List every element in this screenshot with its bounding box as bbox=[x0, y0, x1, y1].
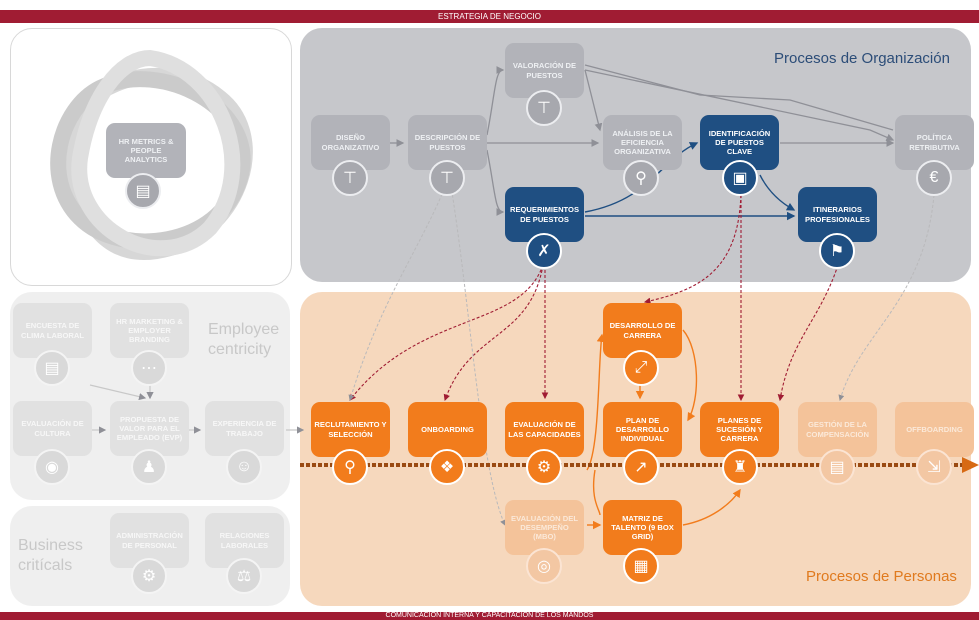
node-evaluacion-cultura[interactable]: EVALUACIÓN DE CULTURA bbox=[13, 401, 92, 456]
expand-person-icon: ⤢ bbox=[623, 350, 659, 386]
node-hr-metrics[interactable]: HR METRICS & PEOPLE ANALYTICS bbox=[106, 123, 186, 178]
bar-chart-icon: ▤ bbox=[125, 173, 161, 209]
node-itinerarios-profesionales[interactable]: ITINERARIOS PROFESIONALES bbox=[798, 187, 877, 242]
org-chart-icon: ⊤ bbox=[332, 160, 368, 196]
node-desarrollo-carrera[interactable]: DESARROLLO DE CARRERA bbox=[603, 303, 682, 358]
clipboard-icon: ▤ bbox=[34, 350, 70, 386]
node-plan-desarrollo-individual[interactable]: PLAN DE DESARROLLO INDIVIDUAL bbox=[603, 402, 682, 457]
chess-icon: ♜ bbox=[722, 449, 758, 485]
people-gear-icon: ⚙ bbox=[131, 558, 167, 594]
chat-bubble-icon: ⋯ bbox=[131, 350, 167, 386]
node-reclutamiento-seleccion[interactable]: RECLUTAMIENTO Y SELECCIÓN bbox=[311, 402, 390, 457]
org-document-icon: ⊤ bbox=[429, 160, 465, 196]
fingerprint-icon: ◉ bbox=[34, 449, 70, 485]
lock-icon: ▣ bbox=[722, 160, 758, 196]
node-evaluacion-desempeno[interactable]: EVALUACIÓN DEL DESEMPEÑO (MBO) bbox=[505, 500, 584, 555]
business-criticals-title: Business critícals bbox=[18, 537, 83, 574]
org-processes-title: Procesos de Organización bbox=[774, 50, 950, 67]
scales-icon: ⚖ bbox=[226, 558, 262, 594]
node-planes-sucesion[interactable]: PLANES DE SUCESIÓN Y CARRERA bbox=[700, 402, 779, 457]
node-propuesta-valor[interactable]: PROPUESTA DE VALOR PARA EL EMPLEADO (EVP… bbox=[110, 401, 189, 456]
node-requerimientos-puestos[interactable]: REQUERIMIENTOS DE PUESTOS bbox=[505, 187, 584, 242]
grid-icon: ▦ bbox=[623, 548, 659, 584]
people-icon: ♟ bbox=[131, 449, 167, 485]
org-magnifier-icon: ⚲ bbox=[623, 160, 659, 196]
people-processes-title: Procesos de Personas bbox=[806, 568, 957, 585]
money-hand-icon: ▤ bbox=[819, 449, 855, 485]
node-onboarding[interactable]: ONBOARDING bbox=[408, 402, 487, 457]
euro-icon: € bbox=[916, 160, 952, 196]
node-valoracion-puestos[interactable]: VALORACIÓN DE PUESTOS bbox=[505, 43, 584, 98]
network-icon: ❖ bbox=[429, 449, 465, 485]
bottom-band: COMUNICACIÓN INTERNA Y CAPACITACIÓN DE L… bbox=[0, 612, 979, 620]
node-evaluacion-capacidades[interactable]: EVALUACIÓN DE LAS CAPACIDADES bbox=[505, 402, 584, 457]
node-offboarding[interactable]: OFFBOARDING bbox=[895, 402, 974, 457]
smiley-person-icon: ☺ bbox=[226, 449, 262, 485]
growth-chart-icon: ↗ bbox=[623, 449, 659, 485]
hierarchy-ruler-icon: ⊤ bbox=[526, 90, 562, 126]
exit-icon: ⇲ bbox=[916, 449, 952, 485]
ribbon-knot-graphic bbox=[50, 49, 253, 260]
org-tools-icon: ✗ bbox=[526, 233, 562, 269]
node-hr-marketing[interactable]: HR MARKETING & EMPLOYER BRANDING bbox=[110, 303, 189, 358]
node-gestion-compensacion[interactable]: GESTIÓN DE LA COMPENSACIÓN bbox=[798, 402, 877, 457]
top-band: ESTRATEGIA DE NEGOCIO bbox=[0, 10, 979, 23]
node-matriz-talento[interactable]: MATRIZ DE TALENTO (9 BOX GRID) bbox=[603, 500, 682, 555]
map-pin-icon: ⚑ bbox=[819, 233, 855, 269]
head-gear-icon: ⚙ bbox=[526, 449, 562, 485]
people-search-icon: ⚲ bbox=[332, 449, 368, 485]
node-encuesta-clima[interactable]: ENCUESTA DE CLIMA LABORAL bbox=[13, 303, 92, 358]
node-experiencia-trabajo[interactable]: EXPERIENCIA DE TRABAJO bbox=[205, 401, 284, 456]
target-icon: ◎ bbox=[526, 548, 562, 584]
employee-centricity-title: Employee centricity bbox=[208, 321, 280, 358]
